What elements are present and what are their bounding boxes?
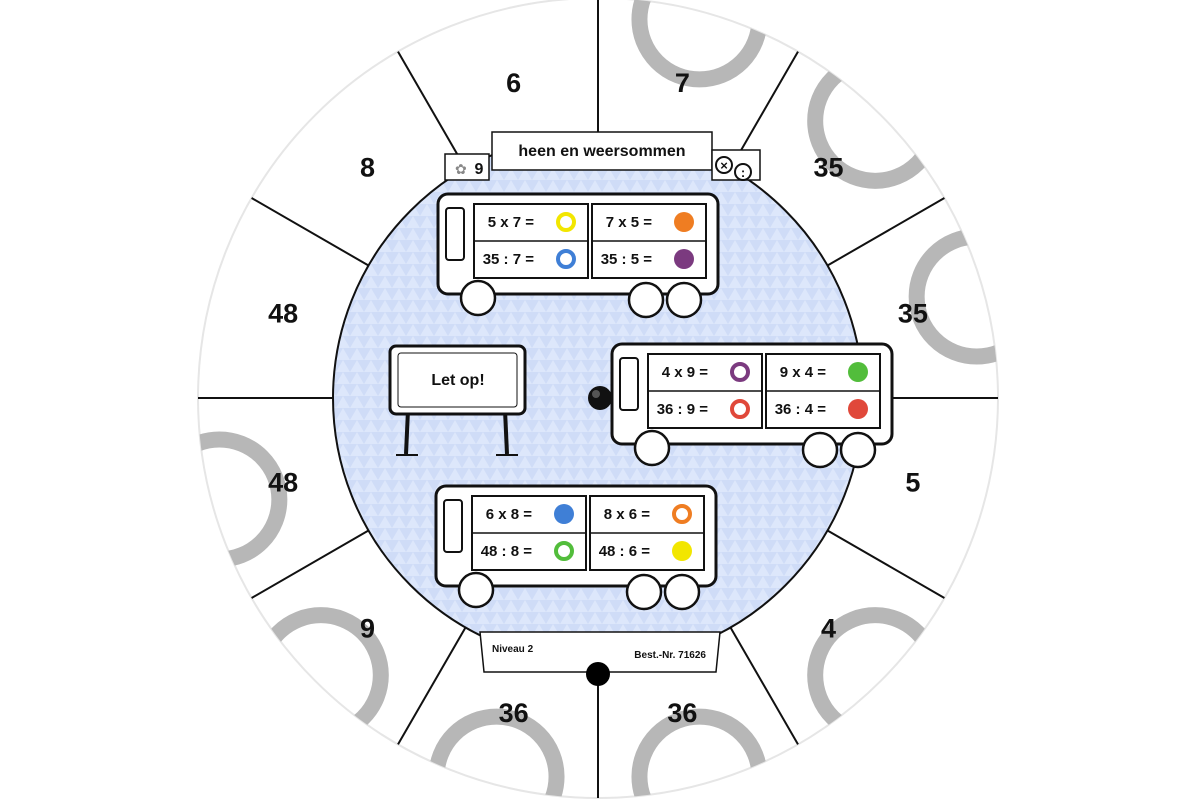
sector-line: [729, 626, 799, 745]
footer-tab: Niveau 2 Best.-Nr. 71626: [479, 631, 721, 686]
equation-text: 8 x 6 =: [604, 506, 651, 523]
multiply-icon: [715, 156, 733, 174]
rim-number: 7: [675, 68, 690, 98]
rim-number: 35: [898, 299, 928, 329]
rim-number: 9: [360, 614, 375, 644]
equation-text: 36 : 4 =: [775, 401, 827, 418]
bus-wheel: [839, 431, 877, 469]
equation-text: 36 : 9 =: [657, 401, 709, 418]
rim-number: 48: [268, 299, 298, 329]
rim-number: 36: [667, 698, 697, 728]
warning-sign: Let op!: [388, 344, 527, 456]
buses: 5 x 7 = 7 x 5 = 35 : 7 = 35 : 5 = 4 x 9 = 9 x…: [434, 192, 894, 611]
sector-line: [826, 197, 945, 267]
rim-number: 6: [506, 68, 521, 98]
divide-icon: [734, 163, 752, 181]
answer-dot-filled[interactable]: [674, 212, 694, 232]
bus-wheel: [625, 573, 663, 611]
center-pivot[interactable]: [588, 386, 612, 410]
equation-text: 7 x 5 =: [606, 214, 653, 231]
wheel-title: heen en weersommen: [518, 143, 685, 160]
table-badge: [444, 153, 490, 181]
equation-text: 48 : 8 =: [481, 543, 533, 560]
order-number: Best.-Nr. 71626: [634, 650, 706, 661]
sector-line: [251, 197, 370, 267]
rim-number: 35: [813, 152, 843, 182]
level-label: Niveau 2: [492, 644, 534, 655]
answer-dot-ring[interactable]: [672, 504, 692, 524]
bus-window: [443, 499, 463, 553]
bus-wheel: [627, 281, 665, 319]
table-number: 9: [475, 161, 484, 178]
pivot-highlight: [592, 390, 600, 398]
bus-wheel: [459, 279, 497, 317]
answer-dot-ring[interactable]: [730, 399, 750, 419]
sector-line: [729, 51, 799, 170]
bus: 5 x 7 = 7 x 5 = 35 : 7 = 35 : 5 =: [436, 192, 720, 319]
equation-text: 35 : 5 =: [601, 251, 653, 268]
answer-dot-ring[interactable]: [554, 541, 574, 561]
rim-number: 36: [499, 698, 529, 728]
answer-dot-filled[interactable]: [554, 504, 574, 524]
rim-number: 5: [905, 467, 920, 497]
equation-text: 4 x 9 =: [662, 364, 709, 381]
pointer-dot[interactable]: [586, 662, 610, 686]
bus-wheel: [801, 431, 839, 469]
answer-dot-ring[interactable]: [556, 249, 576, 269]
answer-dot-ring[interactable]: [556, 212, 576, 232]
multiply-symbol: ×: [720, 158, 728, 173]
divide-symbol: :: [741, 165, 745, 180]
sign-board: [388, 344, 527, 416]
bus-window: [619, 357, 639, 411]
answer-dot-filled[interactable]: [672, 541, 692, 561]
footer-banner: [479, 631, 721, 673]
rim-number: 8: [360, 152, 375, 182]
sector-line: [397, 626, 467, 745]
answer-dot-filled[interactable]: [848, 362, 868, 382]
answer-dot-ring[interactable]: [730, 362, 750, 382]
equation-text: 9 x 4 =: [780, 364, 827, 381]
grapes-icon: ✿: [455, 161, 467, 177]
sector-line: [826, 529, 945, 599]
rim-number: 48: [268, 467, 298, 497]
sign-label: Let op!: [431, 372, 484, 389]
equation-text: 35 : 7 =: [483, 251, 535, 268]
equation-text: 6 x 8 =: [486, 506, 533, 523]
bus: 4 x 9 = 9 x 4 = 36 : 9 = 36 : 4 =: [610, 342, 894, 469]
sector-line: [251, 529, 370, 599]
equation-text: 48 : 6 =: [599, 543, 651, 560]
header-tab: ✿ 9 heen en weersommen × :: [444, 131, 761, 181]
bus-wheel: [663, 573, 701, 611]
bus-window: [445, 207, 465, 261]
bus-wheel: [665, 281, 703, 319]
equation-text: 5 x 7 =: [488, 214, 535, 231]
bus-wheel: [633, 429, 671, 467]
sector-line: [397, 51, 467, 170]
bus-wheel: [457, 571, 495, 609]
rim-numbers: 7 35 35 5 4 36 36 9 48 48 8 6: [268, 68, 928, 728]
sector-lines: [198, 0, 998, 798]
answer-dot-filled[interactable]: [674, 249, 694, 269]
answer-dot-filled[interactable]: [848, 399, 868, 419]
bus: 6 x 8 = 8 x 6 = 48 : 8 = 48 : 6 =: [434, 484, 718, 611]
rim-number: 4: [821, 614, 836, 644]
